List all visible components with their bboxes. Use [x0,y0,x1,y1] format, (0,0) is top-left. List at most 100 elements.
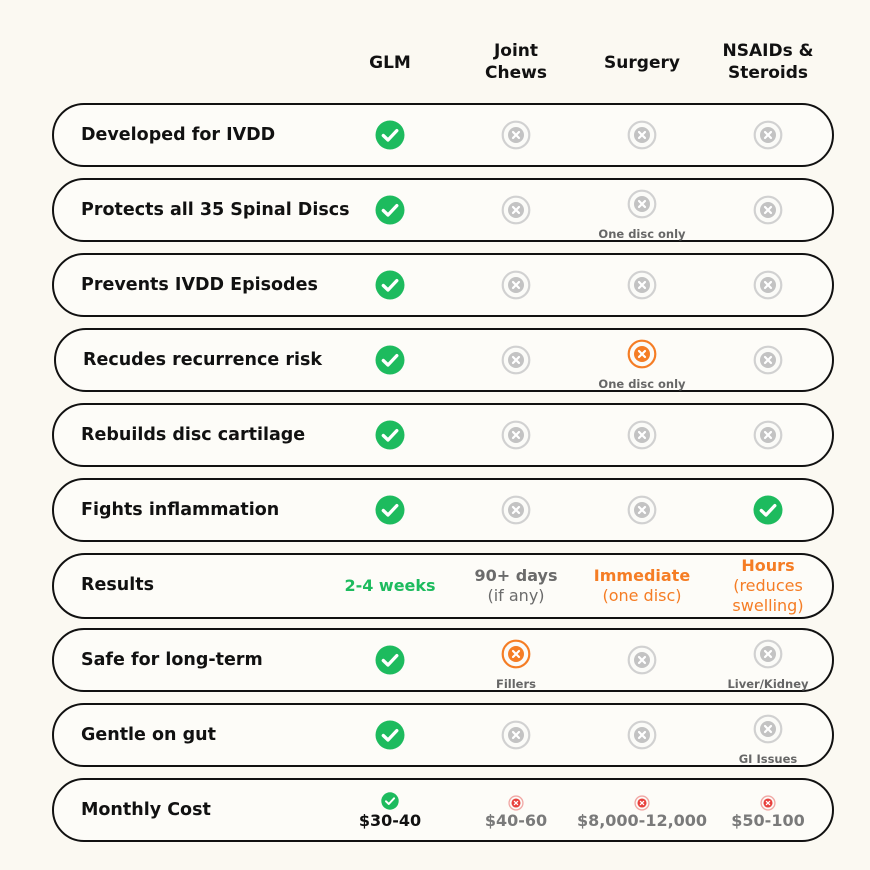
x-circle-icon [501,270,531,300]
cell-nsaids-steroids: GI Issues [698,705,838,766]
cell-joint-chews [446,705,586,765]
row-rebuilds-disc-cartilage: Rebuilds disc cartilage [52,403,834,467]
cell-nsaids-steroids [698,330,838,390]
x-circle-icon [753,714,783,744]
row-gentle-on-gut: Gentle on gut GI Issues [52,703,834,767]
x-circle-icon [753,270,783,300]
row-label: Recudes recurrence risk [83,350,323,370]
x-circle-icon [627,720,657,750]
cell-surgery [572,480,712,540]
cell-joint-chews [446,330,586,390]
row-label: Rebuilds disc cartilage [81,425,306,445]
cell-glm [320,480,460,540]
cell-surgery [572,105,712,165]
cell-nsaids-steroids: Hours(reduces swelling) [698,555,838,617]
cell-glm [320,105,460,165]
cell-note: GI Issues [738,752,798,766]
row-label: Prevents IVDD Episodes [81,275,318,295]
x-circle-icon [627,339,657,369]
cell-joint-chews [446,480,586,540]
cell-note: Fillers [496,677,536,691]
row-label: Monthly Cost [81,800,211,820]
x-circle-icon [501,120,531,150]
column-header-line: Surgery [604,53,680,73]
check-circle-icon [375,420,405,450]
column-header-line: Joint [493,41,539,61]
x-circle-icon [753,345,783,375]
cell-note: One disc only [598,227,686,241]
x-circle-icon [627,189,657,219]
x-circle-icon [627,420,657,450]
row-monthly-cost: Monthly Cost$30-40$40-60$8,000-12,000$50… [52,778,834,842]
cell-note: One disc only [598,377,686,391]
x-circle-icon [627,645,657,675]
check-circle-icon [375,120,405,150]
cell-glm [320,330,460,390]
cost-value: $50-100 [731,811,805,830]
column-header-line: Steroids [727,63,809,83]
column-header-glm: GLM [330,52,450,74]
x-circle-red-icon [634,795,650,811]
cost-value: $40-60 [484,811,548,830]
cell-nsaids-steroids [698,405,838,465]
cell-nsaids-steroids [698,180,838,240]
x-circle-icon [627,495,657,525]
cell-glm [320,705,460,765]
x-circle-icon [753,120,783,150]
x-circle-icon [501,420,531,450]
result-primary: 2-4 weeks [344,576,436,595]
column-header-line: Chews [485,63,547,83]
cell-surgery [572,405,712,465]
cell-surgery [572,630,712,690]
row-label: Protects all 35 Spinal Discs [81,200,350,220]
cell-joint-chews [446,105,586,165]
check-circle-icon [375,345,405,375]
x-circle-icon [627,120,657,150]
cell-surgery [572,705,712,765]
result-text: Immediate(one disc) [572,566,712,606]
cell-joint-chews [446,255,586,315]
cell-surgery [572,255,712,315]
cell-nsaids-steroids [698,480,838,540]
check-circle-icon [375,195,405,225]
cell-surgery: One disc only [572,180,712,241]
check-circle-icon [375,495,405,525]
cell-note: Liver/Kidney [727,677,809,691]
result-text: 90+ days(if any) [446,566,586,606]
cell-nsaids-steroids [698,105,838,165]
cell-nsaids-steroids [698,255,838,315]
row-prevents-ivdd-episodes: Prevents IVDD Episodes [52,253,834,317]
cell-glm [320,405,460,465]
result-secondary: (one disc) [602,586,682,605]
row-fights-inflammation: Fights inflammation [52,478,834,542]
column-header-surgery: Surgery [582,52,702,74]
cell-glm [320,180,460,240]
column-header-nsaids-steroids: NSAIDs &Steroids [708,40,828,84]
cost-value: $30-40 [358,811,422,830]
cell-joint-chews [446,180,586,240]
row-label: Gentle on gut [81,725,216,745]
x-circle-icon [753,195,783,225]
column-header-line: GLM [369,53,411,73]
result-primary: Hours [741,556,795,575]
x-circle-icon [501,495,531,525]
x-circle-red-icon [508,795,524,811]
cell-glm: $30-40 [320,780,460,840]
check-circle-icon [753,495,783,525]
cell-nsaids-steroids: Liver/Kidney [698,630,838,691]
x-circle-icon [753,639,783,669]
check-circle-icon [375,270,405,300]
x-circle-icon [501,639,531,669]
result-text: Hours(reduces swelling) [698,556,838,616]
cell-joint-chews [446,405,586,465]
check-circle-icon [375,720,405,750]
x-circle-icon [501,720,531,750]
cell-joint-chews: $40-60 [446,780,586,840]
row-label: Fights inflammation [81,500,280,520]
result-text: 2-4 weeks [320,576,460,596]
cell-joint-chews: 90+ days(if any) [446,555,586,617]
